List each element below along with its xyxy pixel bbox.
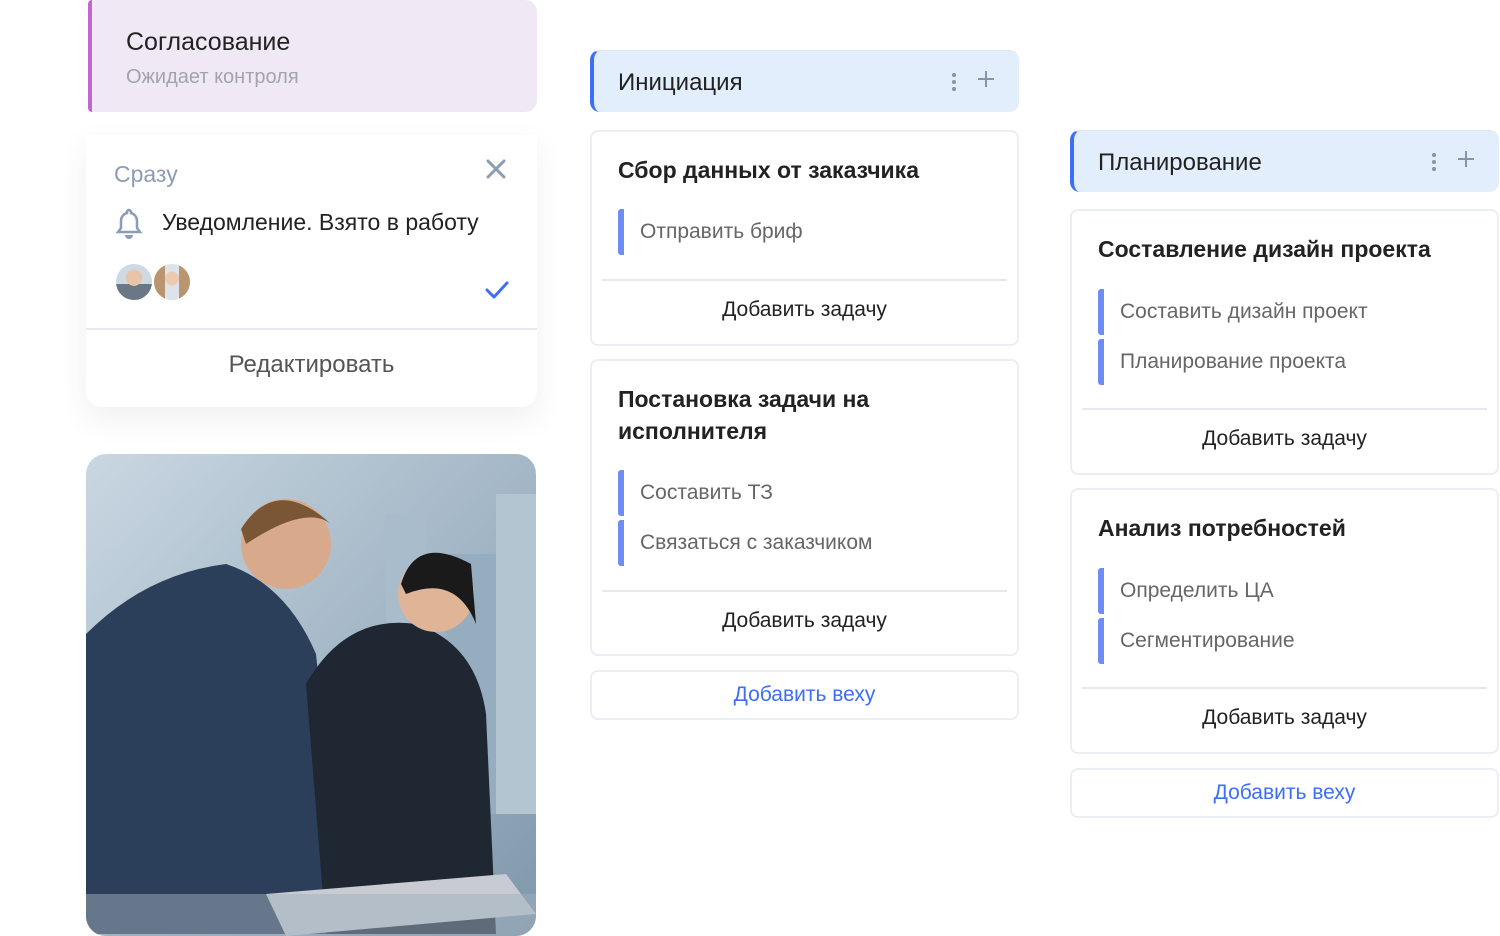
notification-timing: Сразу [114,161,178,187]
task-item[interactable]: Планирование проекта [1098,339,1346,385]
column-title: Инициация [618,69,743,96]
task-item[interactable]: Связаться с заказчиком [618,520,872,566]
divider [86,328,537,330]
column-header-planning[interactable]: Планирование [1070,130,1499,192]
plus-icon[interactable] [977,70,995,88]
milestone-card: Постановка задачи на исполнителя Составит… [590,359,1019,656]
close-icon[interactable] [484,157,508,181]
approval-subtitle: Ожидает контроля [126,66,299,88]
more-options-icon[interactable] [951,71,957,93]
card-title: Составление дизайн проекта [1098,236,1431,262]
task-item[interactable]: Составить ТЗ [618,470,773,516]
add-milestone-button[interactable]: Добавить веху [1070,768,1499,818]
column-header-initiation[interactable]: Инициация [590,50,1019,112]
task-item[interactable]: Сегментирование [1098,618,1295,664]
task-item[interactable]: Отправить бриф [618,209,803,255]
add-task-button[interactable]: Добавить задачу [1202,427,1367,450]
more-options-icon[interactable] [1431,151,1437,173]
avatar [152,262,192,302]
notification-message: Уведомление. Взято в работу [162,209,479,235]
check-icon[interactable] [484,279,510,301]
approval-status-card[interactable]: Согласование Ожидает контроля [88,0,537,112]
card-title: Постановка задачи на исполнителя [618,383,869,447]
add-task-button[interactable]: Добавить задачу [722,298,887,321]
divider [602,279,1007,281]
team-photo [86,454,536,936]
bell-icon [115,208,143,239]
divider [1082,687,1487,689]
task-item[interactable]: Составить дизайн проект [1098,289,1368,335]
add-task-button[interactable]: Добавить задачу [1202,706,1367,729]
divider [1082,408,1487,410]
milestone-card: Анализ потребностей Определить ЦА Сегмен… [1070,488,1499,754]
add-task-button[interactable]: Добавить задачу [722,609,887,632]
milestone-card: Сбор данных от заказчика Отправить бриф … [590,130,1019,346]
card-title: Сбор данных от заказчика [618,157,919,183]
add-milestone-button[interactable]: Добавить веху [590,670,1019,720]
card-title-line: исполнителя [618,418,768,444]
card-title-line: Постановка задачи на [618,386,870,412]
divider [602,590,1007,592]
notification-card: Сразу Уведомление. Взято в работу Редакт… [86,135,537,407]
plus-icon[interactable] [1457,150,1475,168]
avatar [114,262,154,302]
milestone-card: Составление дизайн проекта Составить диз… [1070,209,1499,475]
card-title: Анализ потребностей [1098,515,1346,541]
column-title: Планирование [1098,149,1262,176]
edit-button[interactable]: Редактировать [228,351,395,378]
task-item[interactable]: Определить ЦА [1098,568,1274,614]
approval-title: Согласование [126,28,291,56]
